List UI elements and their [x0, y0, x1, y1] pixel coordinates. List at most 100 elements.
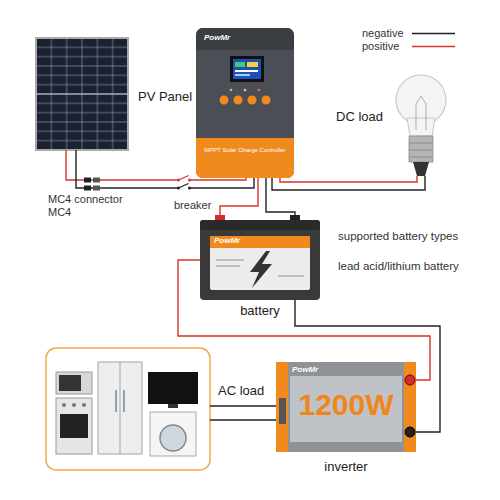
breaker-contact — [188, 179, 191, 182]
panel-split — [36, 93, 128, 94]
battery-body — [200, 220, 320, 300]
positive-terminal — [405, 375, 415, 385]
mc4-plug — [93, 178, 100, 183]
negative-terminal — [405, 427, 415, 437]
legend-swatch — [410, 40, 456, 52]
mc4-connector — [84, 178, 100, 191]
breaker-gap — [178, 174, 190, 192]
lcd-bar — [235, 74, 250, 76]
controller-art — [196, 28, 294, 178]
inverter-cap — [276, 362, 288, 452]
label-line — [216, 265, 240, 267]
lcd-screen — [233, 59, 261, 79]
wires — [66, 150, 440, 432]
positive-wire — [66, 150, 246, 180]
legend-swatch — [410, 27, 456, 39]
lcd-bar — [247, 62, 258, 67]
bulb-neck — [407, 118, 435, 136]
oven-knob — [62, 403, 66, 407]
control-button — [262, 96, 271, 105]
load-label: AC load — [218, 384, 264, 398]
note-text: supported battery types — [338, 230, 458, 243]
connector-label: MC4 connector — [48, 193, 123, 205]
inverter-cap — [404, 362, 416, 452]
negative-wire — [266, 178, 295, 220]
bulb-filament — [416, 96, 426, 130]
fridge-handle — [123, 390, 125, 412]
mc4-plug — [93, 186, 100, 191]
device-caption: MPPT Solar Charge Controller — [196, 147, 294, 154]
wire-pair — [66, 150, 254, 188]
ac-load-box: AC load — [46, 348, 210, 470]
controller-band — [196, 138, 294, 178]
wire-pair — [178, 260, 440, 432]
oven — [56, 398, 92, 454]
lightning-bolt — [250, 251, 272, 288]
dc-load-bulb: DC load — [395, 70, 447, 176]
pv-panel: PV Panel — [36, 38, 128, 150]
inverter-body — [276, 362, 416, 452]
legend-text: negative — [362, 27, 404, 39]
microwave-window — [59, 375, 81, 391]
bulb-thread — [409, 150, 433, 151]
brand-logo: PowMr — [214, 237, 240, 246]
oven-knob — [72, 403, 76, 407]
control-button — [248, 96, 257, 105]
oven-window — [60, 414, 88, 438]
negative-wire — [272, 176, 425, 190]
breaker-contact — [188, 187, 191, 190]
washing-machine — [150, 412, 196, 456]
indicator-light — [244, 89, 247, 92]
lcd-frame — [230, 56, 264, 82]
appliances-art — [46, 348, 210, 470]
inverter-label: inverter — [276, 460, 416, 474]
charge-controller: PowMrMPPT Solar Charge Controller — [196, 28, 294, 178]
battery-label: battery — [200, 304, 320, 318]
mc4-plug — [84, 178, 91, 183]
inverter: PowMr1200Winverter — [276, 362, 416, 452]
oven-knob — [82, 403, 86, 407]
breaker-lever — [179, 176, 189, 181]
wire-pair — [210, 406, 276, 420]
brand-logo: PowMr — [204, 34, 230, 43]
bulb-base — [409, 136, 433, 162]
legend-text: positive — [362, 40, 399, 52]
positive-wire — [220, 178, 258, 220]
television — [148, 372, 198, 404]
legend-line — [412, 33, 455, 34]
legend-line — [412, 46, 455, 47]
panel-label: PV Panel — [138, 90, 192, 104]
solar-panel-art — [36, 38, 128, 150]
negative-wire — [210, 405, 276, 406]
controller-body — [196, 28, 294, 178]
positive-wire — [178, 260, 430, 380]
fridge — [98, 362, 142, 454]
label-line — [278, 275, 304, 277]
wire-pair — [272, 176, 425, 190]
note-text: lead acid/lithium battery — [338, 260, 459, 273]
battery-label-bar — [210, 236, 310, 248]
bulb-art — [396, 75, 446, 176]
battery-art — [200, 215, 320, 300]
brand-logo: PowMr — [292, 366, 318, 375]
lcd-bar — [235, 70, 258, 72]
breaker-lever — [179, 184, 189, 189]
battery-label-panel — [210, 236, 310, 290]
control-button — [234, 96, 243, 105]
bulb-thread — [409, 143, 433, 144]
label-line — [216, 259, 244, 261]
connector-label: MC4 — [48, 206, 71, 218]
microwave — [56, 372, 92, 394]
power-rating: 1200W — [276, 388, 416, 421]
breaker-label: breaker — [174, 199, 211, 211]
washer-door — [160, 425, 186, 451]
tv-stand — [168, 404, 178, 408]
breaker-symbol — [177, 174, 191, 192]
inverter-art — [276, 362, 416, 452]
indicator-light — [258, 89, 261, 92]
battery-lid — [200, 220, 320, 230]
wire-pair — [220, 178, 295, 220]
